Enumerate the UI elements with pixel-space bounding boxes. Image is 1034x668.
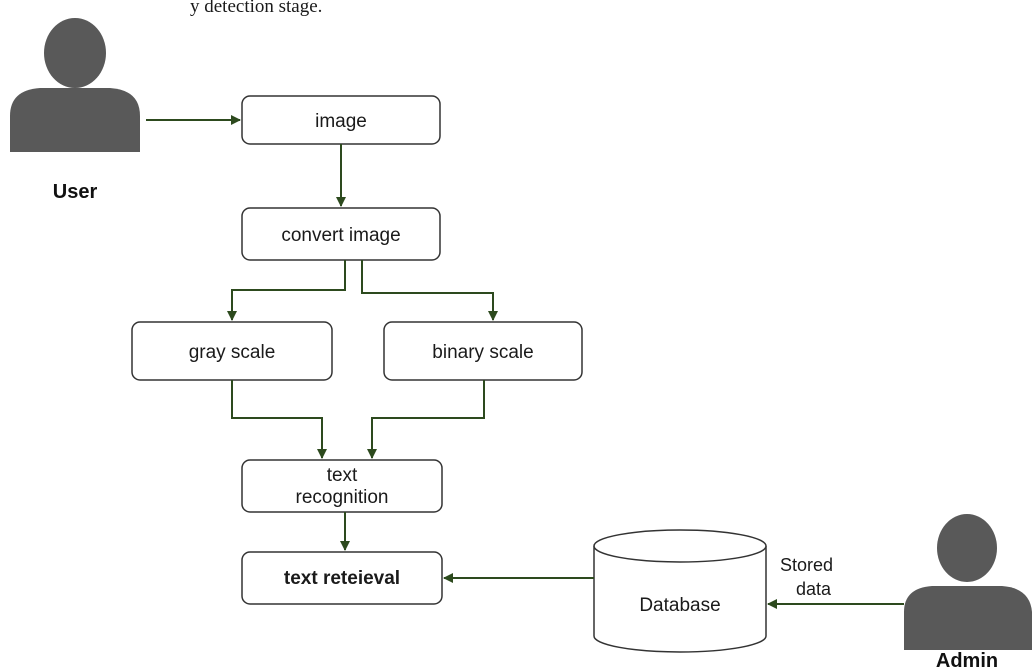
node-text-recognition-line1: text bbox=[327, 465, 358, 486]
edge-label-stored: Stored bbox=[780, 555, 833, 575]
node-binary-scale: binary scale bbox=[383, 321, 583, 381]
node-gray-scale: gray scale bbox=[131, 321, 333, 381]
node-text-retrieval: text reteieval bbox=[241, 551, 443, 605]
arrow-convert-to-gray bbox=[227, 260, 346, 321]
node-database-label: Database bbox=[639, 595, 720, 616]
edge-label-data: data bbox=[796, 579, 832, 599]
user-label: User bbox=[53, 181, 98, 203]
admin-icon bbox=[904, 514, 1032, 650]
arrow-binary-to-recognition bbox=[367, 380, 485, 459]
edge-label-stored-data: Stored data bbox=[780, 555, 833, 599]
node-database: Database bbox=[593, 529, 767, 653]
node-text-recognition-line2: recognition bbox=[296, 487, 389, 508]
node-text-recognition: text recognition bbox=[241, 459, 443, 513]
caption-text: y detection stage. bbox=[190, 0, 322, 17]
node-image: image bbox=[241, 95, 441, 145]
node-text-retrieval-label: text reteieval bbox=[284, 568, 400, 589]
node-image-label: image bbox=[315, 111, 367, 132]
admin-label: Admin bbox=[936, 650, 998, 668]
user-actor: User bbox=[10, 18, 140, 203]
node-binary-scale-label: binary scale bbox=[432, 342, 533, 363]
user-icon bbox=[10, 18, 140, 152]
arrow-gray-to-recognition bbox=[231, 380, 327, 459]
arrow-convert-to-binary bbox=[361, 260, 498, 321]
node-gray-scale-label: gray scale bbox=[189, 342, 276, 363]
node-convert-image-label: convert image bbox=[281, 225, 400, 246]
node-convert-image: convert image bbox=[241, 207, 441, 261]
admin-actor: Admin bbox=[904, 514, 1032, 668]
